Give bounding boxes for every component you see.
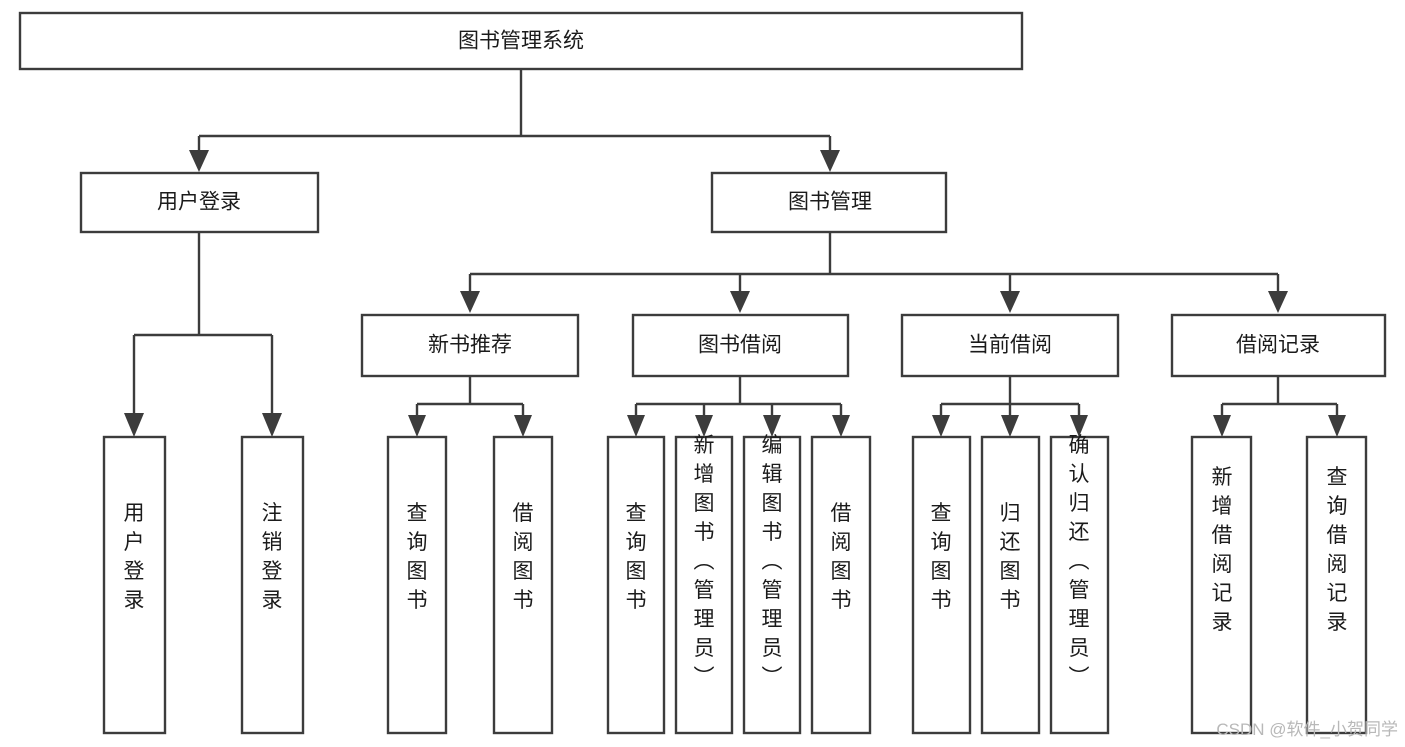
leaf-box[interactable] <box>386 435 448 735</box>
arrowhead-bb-leaf4 <box>832 415 850 437</box>
node-new-book-recommend[interactable]: 新书推荐 <box>360 313 580 378</box>
leaf-box[interactable] <box>102 435 167 735</box>
book-borrow-box[interactable] <box>631 313 850 378</box>
node-user-login[interactable]: 用户登录 <box>79 171 320 234</box>
leaf-box[interactable] <box>1305 435 1368 735</box>
leaf-label-vertical: 查询图书 <box>626 502 647 612</box>
node-root-system[interactable]: 图书管理系统 <box>18 11 1024 71</box>
leaf-box[interactable] <box>742 435 802 735</box>
leaf-current-borrow-return-book[interactable]: 归还图书 <box>980 435 1041 735</box>
current-borrow-label: 当前借阅 <box>968 334 1052 357</box>
arrowhead-br-leaf1 <box>1213 415 1231 437</box>
leaf-box[interactable] <box>240 435 305 735</box>
arrowhead-book-borrow <box>730 291 750 313</box>
leaf-user-login-logout[interactable]: 注销登录 <box>240 435 305 735</box>
node-borrow-record[interactable]: 借阅记录 <box>1170 313 1387 378</box>
leaf-book-borrow-borrow-book[interactable]: 借阅图书 <box>810 435 872 735</box>
leaf-label-vertical: 编辑图书︵管理员︶ <box>762 434 783 689</box>
leaf-user-login-login[interactable]: 用户登录 <box>102 435 167 735</box>
leaf-book-borrow-edit-book[interactable]: 编辑图书︵管理员︶ <box>742 434 802 735</box>
leaf-box[interactable] <box>980 435 1041 735</box>
arrowhead-bb-leaf1 <box>627 415 645 437</box>
leaf-label-vertical: 查询图书 <box>407 502 428 612</box>
leaf-label-vertical: 查询借阅记录 <box>1327 466 1348 634</box>
user-login-label: 用户登录 <box>157 191 241 214</box>
leaf-current-borrow-confirm-return[interactable]: 确认归还︵管理员︶ <box>1049 434 1110 735</box>
root-label: 图书管理系统 <box>458 30 584 53</box>
leaf-current-borrow-query-book[interactable]: 查询图书 <box>911 435 972 735</box>
connector-layer <box>124 69 1346 437</box>
arrowhead-book-mgmt <box>820 150 840 172</box>
arrowhead-user-login <box>189 150 209 172</box>
arrowhead-leaf-user-login <box>124 413 144 437</box>
leaf-book-borrow-query-book[interactable]: 查询图书 <box>606 435 666 735</box>
book-borrow-label: 图书借阅 <box>698 334 782 357</box>
leaf-box[interactable] <box>606 435 666 735</box>
root-box[interactable] <box>18 11 1024 71</box>
book-management-box[interactable] <box>710 171 948 234</box>
arrowhead-cb-leaf2 <box>1001 415 1019 437</box>
leaf-box[interactable] <box>810 435 872 735</box>
arrowhead-bb-leaf2 <box>695 415 713 437</box>
book-management-label: 图书管理 <box>788 191 872 214</box>
leaf-label-vertical: 查询图书 <box>931 502 952 612</box>
arrowhead-new-book <box>460 291 480 313</box>
current-borrow-box[interactable] <box>900 313 1120 378</box>
arrowhead-br-leaf2 <box>1328 415 1346 437</box>
leaf-label-vertical: 用户登录 <box>124 502 145 612</box>
node-book-borrow[interactable]: 图书借阅 <box>631 313 850 378</box>
leaf-new-book-borrow-book[interactable]: 借阅图书 <box>492 435 554 735</box>
leaf-label-vertical: 新增图书︵管理员︶ <box>694 434 715 689</box>
leaf-box[interactable] <box>674 435 734 735</box>
borrow-record-label: 借阅记录 <box>1236 334 1320 357</box>
leaf-book-borrow-add-book[interactable]: 新增图书︵管理员︶ <box>674 434 734 735</box>
leaf-label-vertical: 确认归还︵管理员︶ <box>1069 434 1090 689</box>
arrowhead-current-borrow <box>1000 291 1020 313</box>
leaf-label-vertical: 注销登录 <box>262 502 283 612</box>
arrowhead-nb-leaf2 <box>514 415 532 437</box>
leaf-new-book-query-book[interactable]: 查询图书 <box>386 435 448 735</box>
csdn-watermark: CSDN @软件_小贺同学 <box>1216 720 1398 739</box>
leaf-box[interactable] <box>1190 435 1253 735</box>
arrowhead-cb-leaf3 <box>1070 415 1088 437</box>
leaf-box[interactable] <box>1049 435 1110 735</box>
leaf-label-vertical: 归还图书 <box>1000 502 1021 612</box>
node-current-borrow[interactable]: 当前借阅 <box>900 313 1120 378</box>
arrowhead-bb-leaf3 <box>763 415 781 437</box>
leaf-label-vertical: 借阅图书 <box>831 502 852 612</box>
leaf-box[interactable] <box>492 435 554 735</box>
leaf-borrow-record-add-record[interactable]: 新增借阅记录 <box>1190 435 1253 735</box>
leaf-box[interactable] <box>911 435 972 735</box>
arrowhead-borrow-record <box>1268 291 1288 313</box>
arrowhead-cb-leaf1 <box>932 415 950 437</box>
borrow-record-box[interactable] <box>1170 313 1387 378</box>
arrowhead-nb-leaf1 <box>408 415 426 437</box>
arrowhead-leaf-logout <box>262 413 282 437</box>
leaf-label-vertical: 新增借阅记录 <box>1212 466 1233 634</box>
leaf-borrow-record-query-record[interactable]: 查询借阅记录 <box>1305 435 1368 735</box>
leaf-label-vertical: 借阅图书 <box>513 502 534 612</box>
new-book-recommend-label: 新书推荐 <box>428 334 512 357</box>
new-book-recommend-box[interactable] <box>360 313 580 378</box>
node-book-management[interactable]: 图书管理 <box>710 171 948 234</box>
user-login-box[interactable] <box>79 171 320 234</box>
